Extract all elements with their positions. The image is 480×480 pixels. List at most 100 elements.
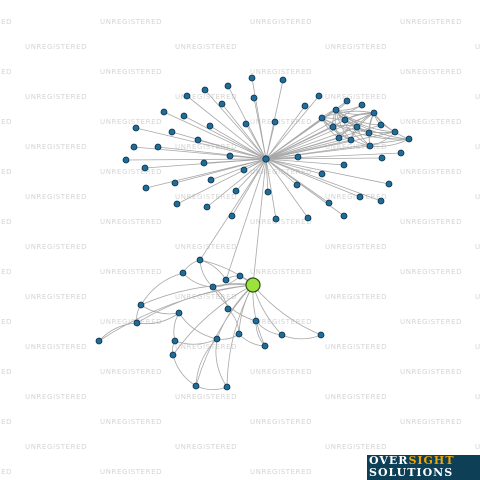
graph-node[interactable]	[315, 92, 323, 100]
graph-node[interactable]	[132, 124, 140, 132]
graph-node[interactable]	[137, 301, 145, 309]
graph-node[interactable]	[325, 199, 333, 207]
graph-node[interactable]	[141, 164, 149, 172]
graph-node[interactable]	[200, 159, 208, 167]
watermark-text: UNREGISTERED	[400, 168, 462, 176]
graph-node[interactable]	[377, 197, 385, 205]
graph-node[interactable]	[142, 184, 150, 192]
graph-node[interactable]	[222, 276, 230, 284]
graph-node[interactable]	[248, 74, 256, 82]
graph-node[interactable]	[304, 214, 312, 222]
graph-node[interactable]	[261, 342, 269, 350]
graph-node[interactable]	[201, 86, 209, 94]
watermark-text: UNREGISTERED	[400, 18, 462, 26]
graph-node[interactable]	[213, 335, 221, 343]
watermark-text: UNREGISTERED	[250, 168, 312, 176]
graph-edge	[265, 121, 276, 160]
graph-node[interactable]	[405, 135, 413, 143]
graph-node[interactable]	[206, 122, 214, 130]
graph-edge	[265, 131, 396, 160]
graph-node[interactable]	[332, 106, 340, 114]
graph-node[interactable]	[278, 331, 286, 339]
graph-node[interactable]	[271, 118, 279, 126]
hub-node[interactable]	[262, 155, 270, 163]
graph-edge	[197, 139, 267, 160]
graph-node[interactable]	[378, 154, 386, 162]
graph-node[interactable]	[235, 330, 243, 338]
graph-node[interactable]	[341, 116, 349, 124]
graph-node[interactable]	[180, 112, 188, 120]
graph-node[interactable]	[356, 193, 364, 201]
graph-node[interactable]	[171, 179, 179, 187]
graph-node[interactable]	[173, 200, 181, 208]
graph-node[interactable]	[130, 143, 138, 151]
focus-node[interactable]	[245, 277, 261, 293]
graph-node[interactable]	[183, 92, 191, 100]
graph-edge	[231, 158, 267, 217]
graph-node[interactable]	[279, 76, 287, 84]
graph-edge	[195, 338, 218, 387]
graph-node[interactable]	[226, 152, 234, 160]
graph-node[interactable]	[122, 156, 130, 164]
graph-node[interactable]	[224, 82, 232, 90]
graph-node[interactable]	[154, 143, 162, 151]
graph-edge	[265, 158, 298, 186]
graph-node[interactable]	[358, 101, 366, 109]
watermark-text: UNREGISTERED	[475, 393, 480, 401]
graph-edge	[235, 158, 267, 192]
graph-node[interactable]	[171, 337, 179, 345]
graph-node[interactable]	[160, 108, 168, 116]
graph-node[interactable]	[370, 109, 378, 117]
graph-node[interactable]	[95, 337, 103, 345]
graph-node[interactable]	[192, 382, 200, 390]
graph-node[interactable]	[264, 188, 272, 196]
graph-node[interactable]	[194, 136, 202, 144]
logo-line-2: SOLUTIONS	[369, 466, 454, 479]
graph-node[interactable]	[223, 383, 231, 391]
graph-node[interactable]	[343, 97, 351, 105]
graph-node[interactable]	[196, 256, 204, 264]
watermark-text: UNREGISTERED	[250, 418, 312, 426]
graph-node[interactable]	[252, 317, 260, 325]
graph-node[interactable]	[240, 166, 248, 174]
graph-node[interactable]	[179, 269, 187, 277]
graph-node[interactable]	[169, 351, 177, 359]
graph-node[interactable]	[236, 272, 244, 280]
graph-edge	[210, 158, 267, 181]
graph-node[interactable]	[353, 123, 361, 131]
graph-node[interactable]	[293, 181, 301, 189]
graph-node[interactable]	[318, 170, 326, 178]
graph-node[interactable]	[294, 153, 302, 161]
graph-node[interactable]	[335, 134, 343, 142]
graph-node[interactable]	[340, 161, 348, 169]
graph-node[interactable]	[340, 212, 348, 220]
graph-node[interactable]	[224, 305, 232, 313]
watermark-layer: UNREGISTERED UNREGISTERED UNREGISTERED UNRE…	[0, 18, 480, 476]
graph-node[interactable]	[365, 129, 373, 137]
graph-node[interactable]	[272, 215, 280, 223]
graph-edge	[321, 110, 375, 119]
graph-edge	[163, 111, 267, 160]
graph-node[interactable]	[318, 114, 326, 122]
graph-node[interactable]	[228, 212, 236, 220]
graph-node[interactable]	[232, 187, 240, 195]
graph-node[interactable]	[242, 120, 250, 128]
graph-node[interactable]	[203, 203, 211, 211]
graph-node[interactable]	[175, 309, 183, 317]
graph-node[interactable]	[168, 128, 176, 136]
graph-node[interactable]	[366, 142, 374, 150]
graph-node[interactable]	[397, 149, 405, 157]
graph-node[interactable]	[133, 319, 141, 327]
graph-node[interactable]	[377, 121, 385, 129]
graph-node[interactable]	[301, 102, 309, 110]
graph-node[interactable]	[209, 283, 217, 291]
graph-node[interactable]	[250, 94, 258, 102]
graph-node[interactable]	[347, 136, 355, 144]
graph-node[interactable]	[385, 180, 393, 188]
graph-node[interactable]	[391, 128, 399, 136]
graph-edge	[265, 137, 340, 160]
graph-node[interactable]	[317, 331, 325, 339]
graph-node[interactable]	[207, 176, 215, 184]
graph-node[interactable]	[218, 100, 226, 108]
graph-node[interactable]	[329, 123, 337, 131]
